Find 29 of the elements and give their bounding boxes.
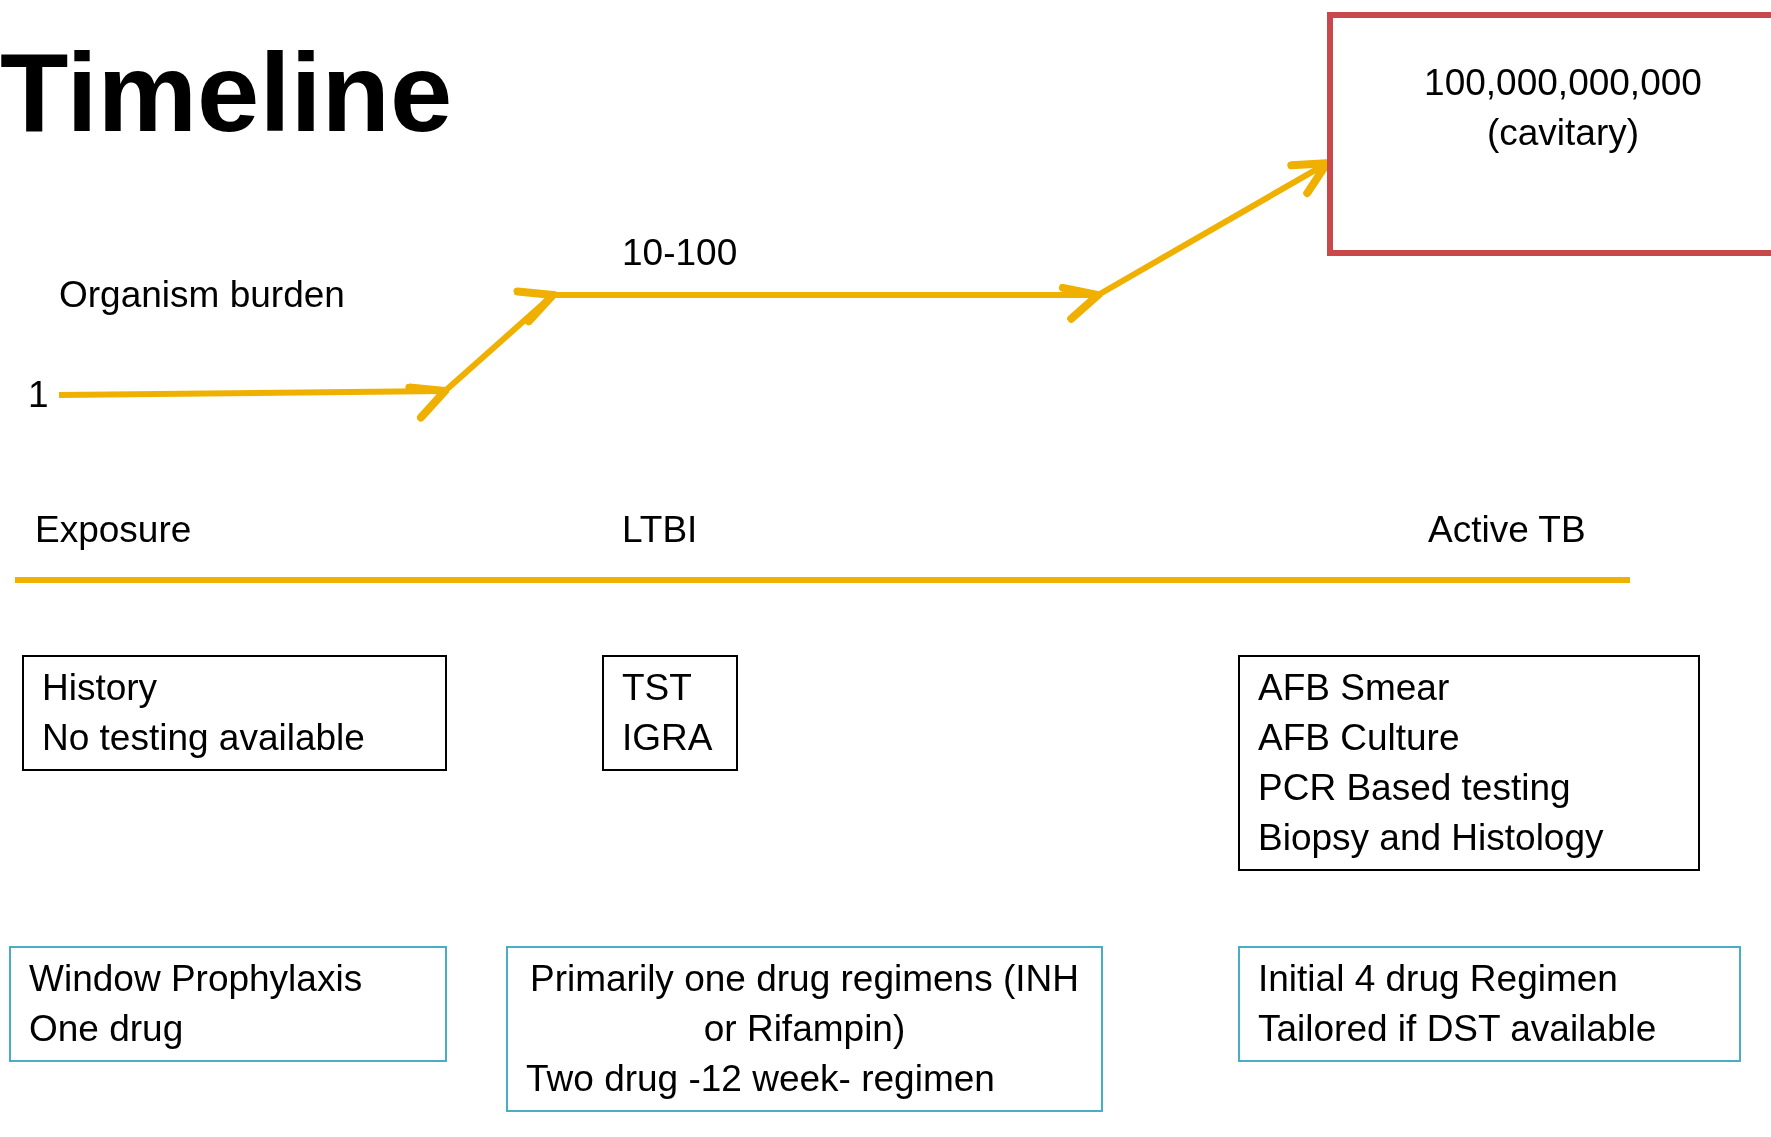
treatment-box [9, 946, 447, 1062]
title: Timeline [0, 29, 453, 157]
arrow [58, 159, 1329, 422]
test-box [602, 655, 738, 771]
box-text: PCR Based testing [1258, 766, 1572, 810]
treatment-box [506, 946, 1103, 1112]
box-text: IGRA [622, 716, 714, 760]
test-box [1238, 655, 1700, 871]
box-text: Initial 4 drug Regimen [1258, 957, 1619, 1001]
box-text: Biopsy and Histology [1258, 816, 1605, 860]
stage-label: Exposure [35, 508, 192, 552]
test-box [22, 655, 447, 771]
axis-title: Organism burden [59, 273, 345, 317]
box-text: Two drug -12 week- regimen [526, 1057, 996, 1101]
treatment-box [1238, 946, 1741, 1062]
box-text: One drug [29, 1007, 185, 1051]
box-text: TST [622, 666, 693, 710]
box-text: Tailored if DST available [1258, 1007, 1658, 1051]
box-text: Window Prophylaxis [29, 957, 364, 1001]
box-text: AFB Culture [1258, 716, 1461, 760]
box-text: Primarily one drug regimens (INH or Rifampin) [529, 957, 1080, 1051]
highlight-box [1327, 12, 1771, 256]
start-value: 1 [28, 370, 49, 420]
burden-value: 100,000,000,000 (cavitary) [1423, 61, 1703, 155]
box-text: History [42, 666, 159, 710]
stage-label: Active TB [1428, 508, 1586, 552]
box-text: No testing available [42, 716, 366, 760]
box-text: AFB Smear [1258, 666, 1451, 710]
stage-label: LTBI [622, 508, 698, 552]
